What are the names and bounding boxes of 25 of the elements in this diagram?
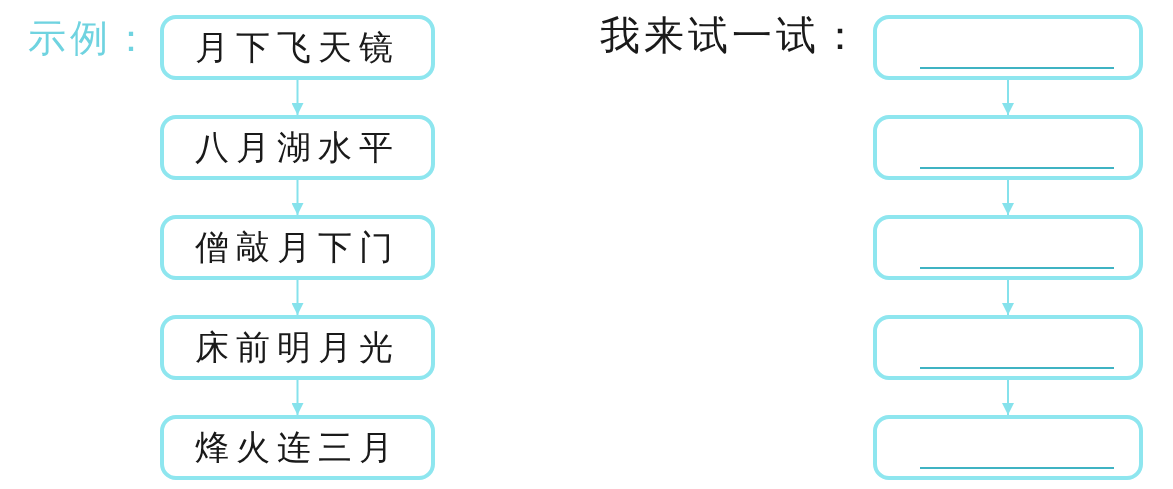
answer-box [873, 415, 1143, 480]
arrow [1002, 179, 1014, 216]
arrow [291, 79, 304, 116]
arrow [291, 179, 304, 216]
answer-box [873, 15, 1143, 80]
answer-box [873, 315, 1143, 380]
verse-text: 床前明月光 [195, 328, 400, 367]
arrow [291, 279, 304, 316]
verse-text: 烽火连三月 [195, 428, 400, 467]
answer-box [873, 115, 1143, 180]
task-heading: 我来试一试： [600, 14, 864, 58]
verse-box [160, 15, 435, 80]
verse-text: 八月湖水平 [195, 128, 400, 167]
verse-box [160, 215, 435, 280]
verse-box [160, 415, 435, 480]
arrow [1002, 379, 1014, 416]
verse-box [160, 115, 435, 180]
answer-box [873, 215, 1143, 280]
example-heading: 示例： [28, 18, 154, 60]
verse-box [160, 315, 435, 380]
verse-text: 月下飞天镜 [195, 28, 400, 67]
verse-text: 僧敲月下门 [195, 228, 400, 267]
arrow [291, 379, 304, 416]
arrow [1002, 79, 1014, 116]
arrow [1002, 279, 1014, 316]
